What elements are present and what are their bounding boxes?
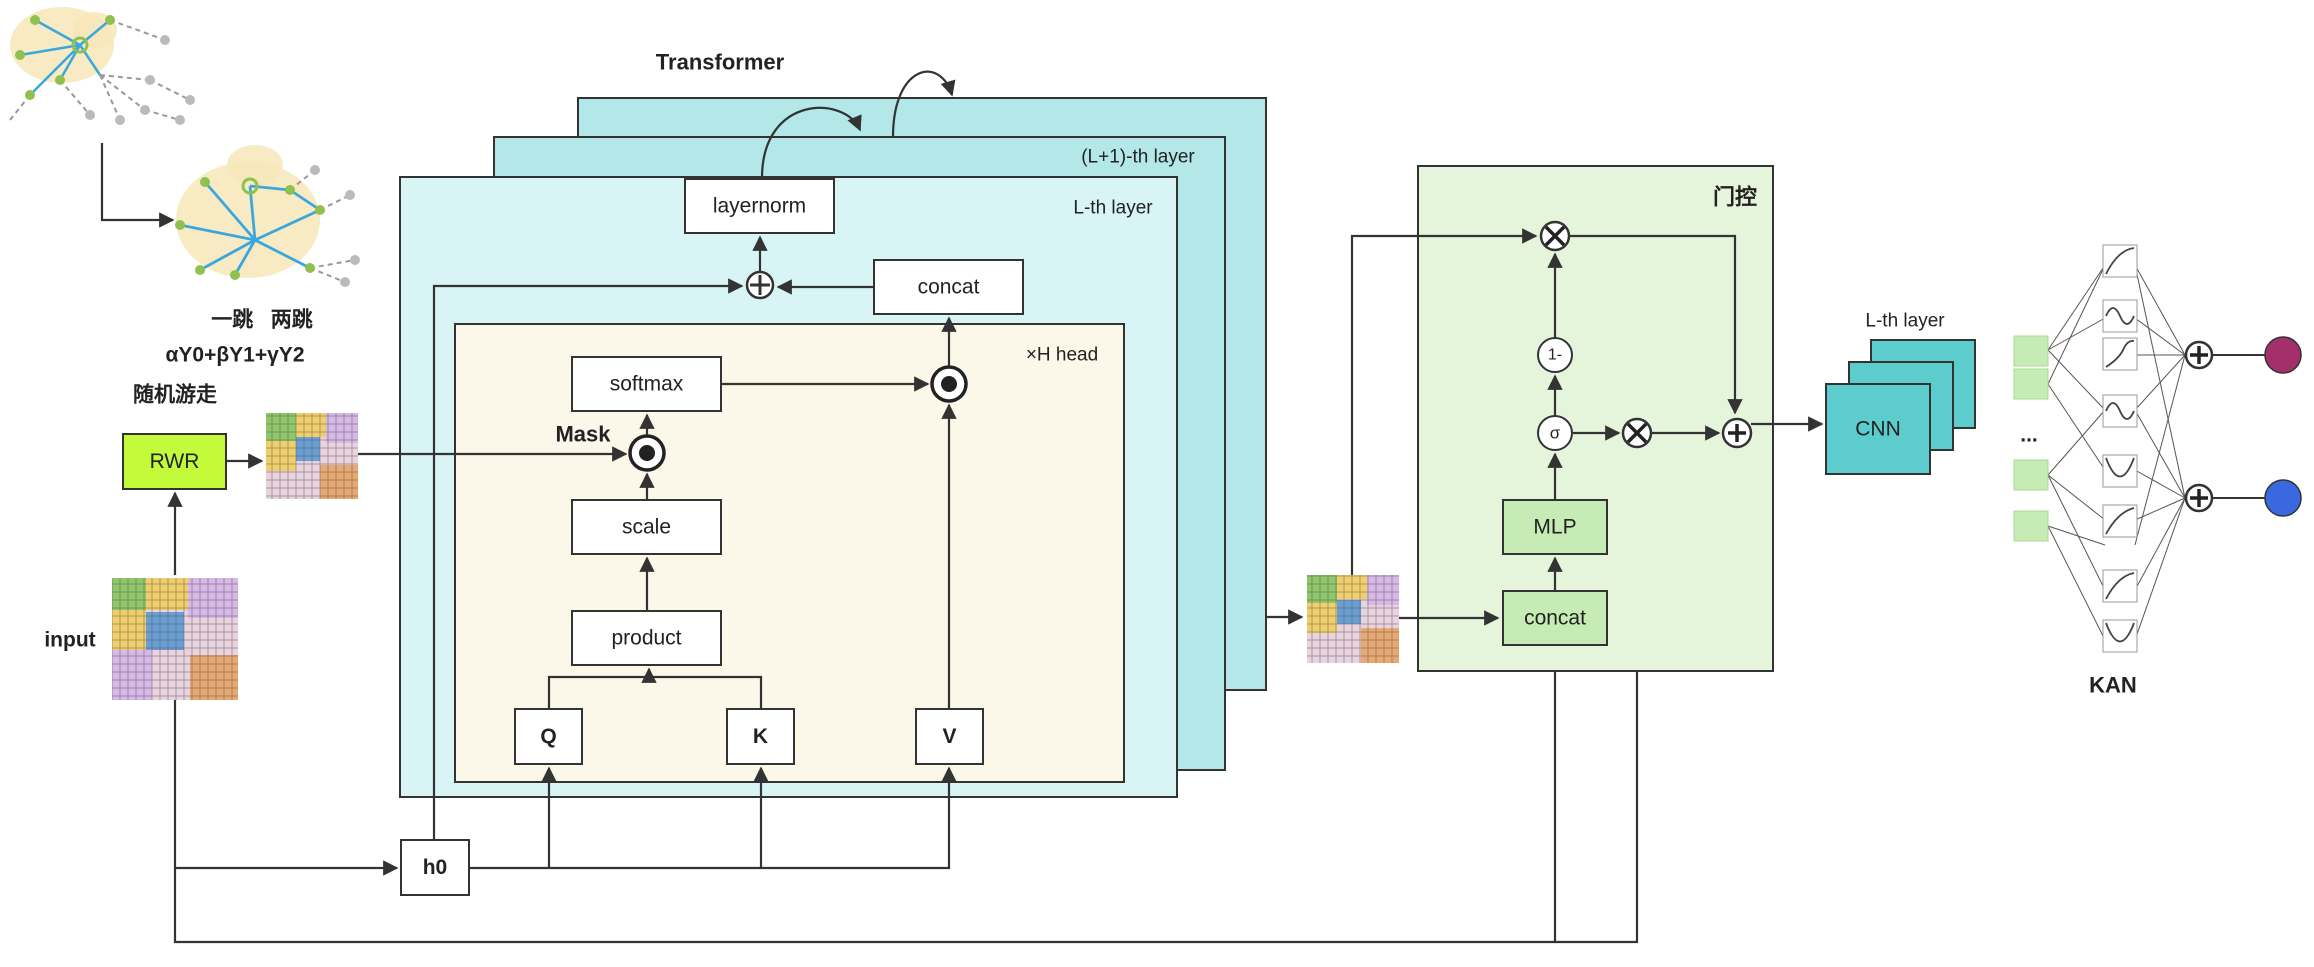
right-multiply-icon: [1621, 417, 1653, 449]
kan-ellipsis: ...: [2020, 424, 2038, 447]
gate-concat-label: concat: [1524, 607, 1586, 630]
k-box: [726, 708, 795, 765]
k-label: K: [753, 725, 768, 748]
sigma-label: σ: [1550, 424, 1561, 443]
h0-label: h0: [423, 856, 448, 879]
softmax-box: [571, 356, 722, 412]
output-node-purple: [2264, 336, 2302, 374]
mask-label: Mask: [555, 422, 611, 447]
mask-apply-icon: [628, 434, 666, 472]
gate-sum-icon: [1721, 417, 1753, 449]
arrow-h0-to-v: [469, 766, 957, 870]
formula-label: αY0+βY1+γY2: [166, 344, 305, 367]
residual-add-icon: [745, 270, 775, 300]
rwr-box-label: RWR: [150, 450, 200, 473]
transformer-title: Transformer: [656, 50, 785, 75]
kan-network: [2013, 244, 2302, 653]
v-label: V: [942, 725, 956, 748]
h0-box: [400, 839, 470, 896]
top-multiply-icon: [1539, 220, 1571, 252]
transformer-output-heatmap: [1307, 575, 1399, 663]
one-minus-label: 1-: [1548, 347, 1562, 364]
output-node-blue: [2264, 479, 2302, 517]
cnn-layer-label: L-th layer: [1865, 311, 1945, 332]
graph-two-hop: [175, 145, 360, 287]
concat-box: [873, 259, 1024, 315]
cnn-label: CNN: [1855, 418, 1901, 441]
mlp-label: MLP: [1533, 516, 1576, 539]
hop-labels: 一跳 两跳: [211, 308, 313, 332]
concat-label: concat: [918, 276, 980, 299]
attention-head-panel: [454, 323, 1125, 783]
softmax-label: softmax: [610, 373, 684, 396]
kan-sum-bottom-icon: [2184, 483, 2214, 513]
layernorm-box: [684, 178, 835, 234]
v-box: [915, 708, 984, 765]
cnn-box: [1825, 383, 1931, 475]
rwr-box: [122, 433, 227, 490]
arrow-top-multiply-to-sum: [1569, 234, 1743, 415]
input-label: input: [44, 629, 95, 652]
kan-label: KAN: [2089, 673, 2137, 698]
arrow-layer-curve-1: [760, 106, 862, 179]
gate-panel: [1417, 165, 1774, 672]
gate-concat-box: [1502, 590, 1608, 646]
mlp-box: [1502, 499, 1608, 555]
input-matrix-heatmap: [112, 578, 238, 700]
rwr-matrix-heatmap: [266, 413, 358, 499]
layernorm-label: layernorm: [713, 195, 806, 218]
arrow-input-to-gate-concat: [173, 646, 1563, 944]
weighted-sum-icon: [930, 365, 968, 403]
layer-l-plus-1-label: (L+1)-th layer: [1081, 147, 1195, 168]
arrow-h0-residual: [432, 278, 744, 840]
kan-sum-top-icon: [2184, 340, 2214, 370]
head-count-label: ×H head: [1026, 345, 1098, 366]
product-label: product: [611, 627, 681, 650]
q-box: [514, 708, 583, 765]
arrow-heatmap-to-top-multiply: [1350, 228, 1538, 575]
layer-l-label: L-th layer: [1073, 198, 1153, 219]
arrow-hop-expand: [100, 143, 175, 228]
arrow-layer-curve-2: [891, 70, 956, 138]
q-label: Q: [540, 725, 556, 748]
gate-title: 门控: [1713, 185, 1757, 210]
scale-box: [571, 499, 722, 555]
scale-label: scale: [622, 516, 671, 539]
rwr-caption: 随机游走: [133, 383, 217, 407]
graph-one-hop: [9, 7, 195, 125]
